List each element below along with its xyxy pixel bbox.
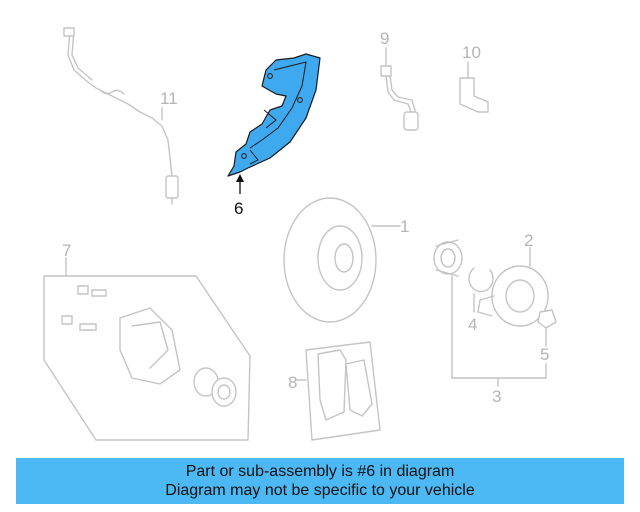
- callout-4: 4: [468, 315, 477, 334]
- callout-10: 10: [462, 43, 481, 62]
- part-11-speed-sensor-cable[interactable]: 11: [63, 27, 179, 205]
- callout-1: 1: [400, 217, 409, 236]
- part-3-assembly-bracket[interactable]: 3: [451, 275, 547, 406]
- part-7-caliper-assembly[interactable]: 7: [43, 241, 251, 441]
- part-bearing[interactable]: [433, 239, 463, 277]
- callout-2: 2: [524, 231, 533, 250]
- callout-5: 5: [540, 345, 549, 364]
- part-9-brake-hose[interactable]: 9: [380, 29, 419, 131]
- parts-diagram: 11 9 10 6 1: [43, 27, 557, 441]
- part-1-rotor[interactable]: 1: [283, 197, 409, 323]
- callout-3: 3: [492, 387, 501, 406]
- part-6-splash-shield[interactable]: 6: [227, 53, 321, 218]
- banner-line-2: Diagram may not be specific to your vehi…: [165, 482, 475, 499]
- callout-11: 11: [160, 89, 178, 108]
- callout-9: 9: [380, 29, 389, 48]
- info-banner: Part or sub-assembly is #6 in diagram Di…: [16, 458, 624, 504]
- callout-8: 8: [288, 373, 297, 392]
- splash-shield-highlight: [227, 53, 321, 177]
- part-5-nut[interactable]: 5: [537, 309, 557, 364]
- part-8-brake-pads[interactable]: 8: [288, 341, 381, 441]
- callout-7: 7: [62, 241, 71, 260]
- part-10-sensor[interactable]: 10: [459, 43, 489, 113]
- callout-6: 6: [234, 199, 243, 218]
- banner-line-1: Part or sub-assembly is #6 in diagram: [185, 463, 455, 480]
- part-4-snap-ring[interactable]: 4: [468, 267, 494, 334]
- part-2-hub[interactable]: 2: [477, 231, 549, 327]
